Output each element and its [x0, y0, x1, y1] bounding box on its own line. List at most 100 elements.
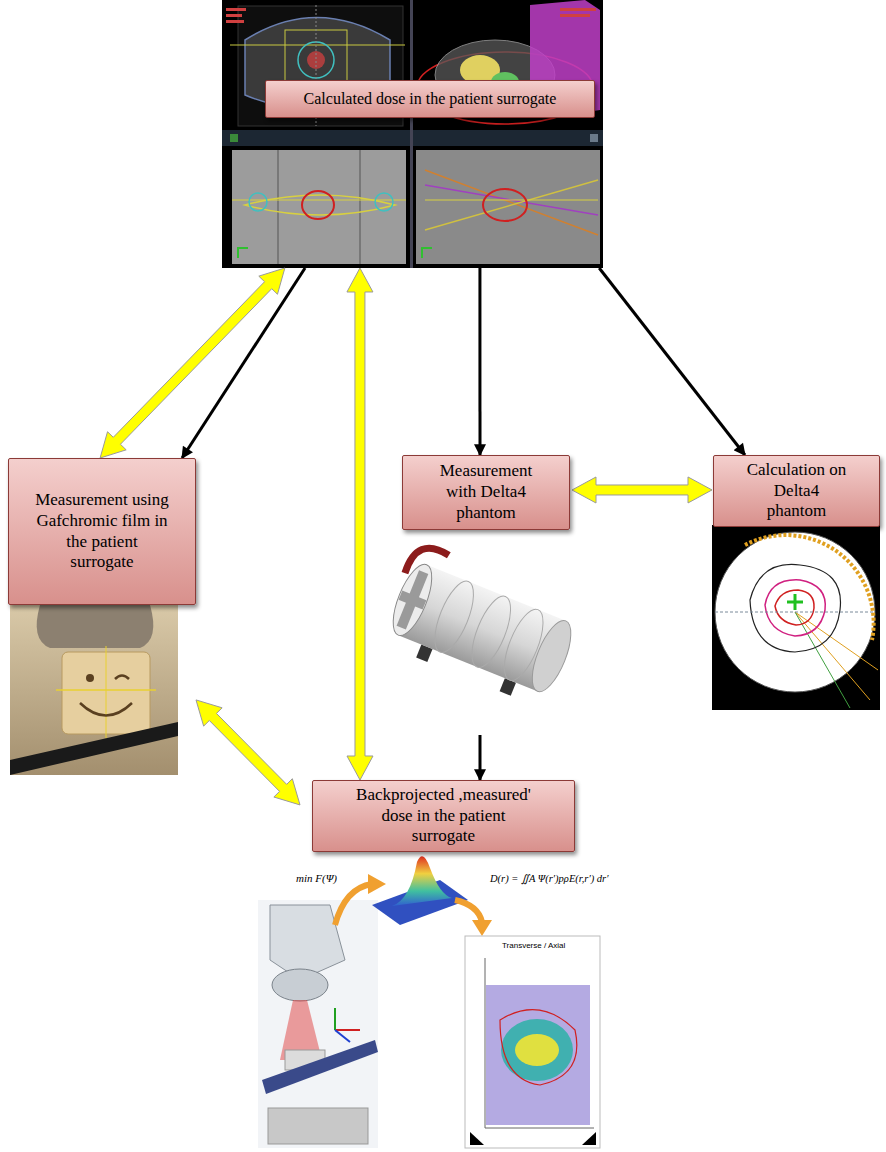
- delta4-calculation-part: [795, 612, 850, 708]
- tps-screenshot-part: [238, 248, 248, 258]
- tps-screenshot-part: [483, 189, 527, 221]
- delta4-phantom-part: [385, 559, 439, 640]
- tps-screenshot-part: [302, 191, 334, 219]
- backprojection-illustration-part: [335, 884, 372, 925]
- film-phantom-photo-part: [37, 605, 154, 648]
- tps-screenshot-part: [425, 170, 598, 235]
- delta4-phantom-part: [397, 570, 429, 629]
- backprojection-illustration-part: [582, 1132, 596, 1145]
- tps-screenshot: [222, 0, 603, 268]
- tps-screenshot-part: [590, 134, 598, 142]
- double-arrow: [347, 268, 373, 780]
- delta4-calculation-part: [712, 525, 880, 710]
- film-phantom-photo-part: [115, 676, 129, 680]
- tps-screenshot-part: [560, 8, 596, 11]
- process-panel: Backprojected ,measured' dose in the pat…: [300, 780, 600, 1152]
- double-arrow: [100, 268, 285, 458]
- process-panel: Measurement with Delta4 phantom: [393, 455, 572, 735]
- tps-screenshot-part: [360, 150, 361, 264]
- backprojection-illustration-part: [485, 1128, 594, 1129]
- backprojection-illustration-part: [392, 856, 452, 906]
- double-arrow: [196, 700, 300, 805]
- double-arrow: [572, 477, 712, 503]
- backprojection-illustration-part: [501, 1019, 573, 1081]
- backprojection-illustration-part: [335, 1030, 350, 1042]
- tps-screenshot-part: [222, 0, 603, 268]
- delta4-calculation: [712, 525, 880, 710]
- delta4-phantom-part: [524, 616, 578, 697]
- backprojection-illustration-part: [262, 1040, 378, 1094]
- backprojection-illustration-part: [486, 985, 590, 1125]
- backprojection-illustration-part: [270, 905, 345, 980]
- backprojection-illustration-part: [455, 900, 482, 922]
- backprojection-illustration-part: [500, 1010, 577, 1085]
- delta4-phantom-part: [399, 590, 427, 609]
- tps-screenshot-part: [278, 150, 279, 264]
- tps-screenshot-part: [410, 0, 413, 268]
- film-phantom-photo-part: [10, 605, 178, 775]
- backprojection-illustration: [258, 856, 600, 1148]
- backprojection-illustration-part: [472, 920, 492, 936]
- equation-text: D(r) = ∬A Ψ(r′)pρE(r,r′) dr′: [490, 872, 609, 884]
- tps-screenshot-part: [375, 193, 393, 211]
- delta4-calculation-part: [765, 580, 825, 636]
- backprojection-illustration-part: [465, 936, 600, 1148]
- tps-screenshot-part: [298, 42, 334, 78]
- delta4-phantom-part: [497, 604, 551, 685]
- delta4-calculation-part: [795, 612, 870, 700]
- delta4-calculation-part: [715, 612, 875, 613]
- process-box: Measurement with Delta4 phantom: [402, 455, 570, 530]
- process-box: Measurement using Gafchromic film in the…: [8, 458, 196, 605]
- process-panel: Calculation on Delta4 phantom: [712, 455, 880, 712]
- tps-screenshot-part: [425, 200, 598, 201]
- tps-screenshot-part: [230, 134, 238, 142]
- equation-text: min F(Ψ): [296, 872, 337, 884]
- plot-title: Transverse / Axial: [502, 941, 565, 950]
- delta4-calculation-part: [750, 564, 841, 652]
- delta4-calculation-part: [715, 532, 875, 692]
- process-panel: Calculated dose in the patient surrogate: [222, 0, 603, 268]
- film-phantom-photo-part: [80, 703, 132, 716]
- backprojection-illustration-part: [485, 958, 486, 1128]
- process-box: Backprojected ,measured' dose in the pat…: [312, 780, 575, 852]
- backprojection-illustration-part: [258, 900, 378, 1148]
- process-box: Calculated dose in the patient surrogate: [265, 80, 595, 118]
- tps-screenshot-part: [245, 195, 395, 215]
- tps-screenshot-part: [226, 8, 246, 11]
- tps-screenshot-part: [249, 193, 267, 211]
- backprojection-illustration-part: [335, 1029, 360, 1031]
- tps-screenshot-part: [232, 200, 406, 201]
- tps-screenshot-part: [230, 45, 405, 46]
- film-phantom-photo-part: [86, 674, 94, 682]
- backprojection-illustration-part: [470, 1132, 484, 1145]
- delta4-calculation-part: [794, 594, 797, 610]
- backprojection-illustration-part: [268, 1108, 368, 1144]
- film-phantom-photo-part: [10, 722, 178, 775]
- process-box: Calculation on Delta4 phantom: [713, 455, 880, 527]
- tps-screenshot-part: [416, 150, 600, 264]
- backprojection-illustration-part: [334, 1008, 336, 1030]
- delta4-calculation-part: [745, 535, 874, 640]
- tps-screenshot-part: [226, 14, 242, 17]
- tps-screenshot-part: [226, 20, 244, 23]
- film-phantom-photo: [10, 605, 178, 775]
- backprojection-illustration-part: [368, 874, 386, 894]
- backprojection-illustration-part: [515, 1034, 559, 1066]
- flow-arrow: [478, 735, 481, 780]
- tps-screenshot-part: [232, 150, 406, 264]
- tps-screenshot-part: [560, 14, 590, 17]
- tps-screenshot-part: [425, 180, 598, 230]
- process-panel: Measurement using Gafchromic film in the…: [8, 458, 196, 778]
- flow-arrow: [478, 268, 481, 455]
- tps-screenshot-part: [422, 248, 432, 258]
- flow-arrow: [599, 268, 745, 455]
- backprojection-illustration-part: [272, 969, 328, 1001]
- delta4-phantom-part: [464, 591, 518, 672]
- delta4-phantom-part: [405, 541, 449, 585]
- delta4-phantom: [377, 541, 586, 709]
- film-phantom-photo-part: [106, 646, 107, 738]
- delta4-calculation-part: [775, 590, 814, 625]
- flow-arrow: [182, 268, 305, 458]
